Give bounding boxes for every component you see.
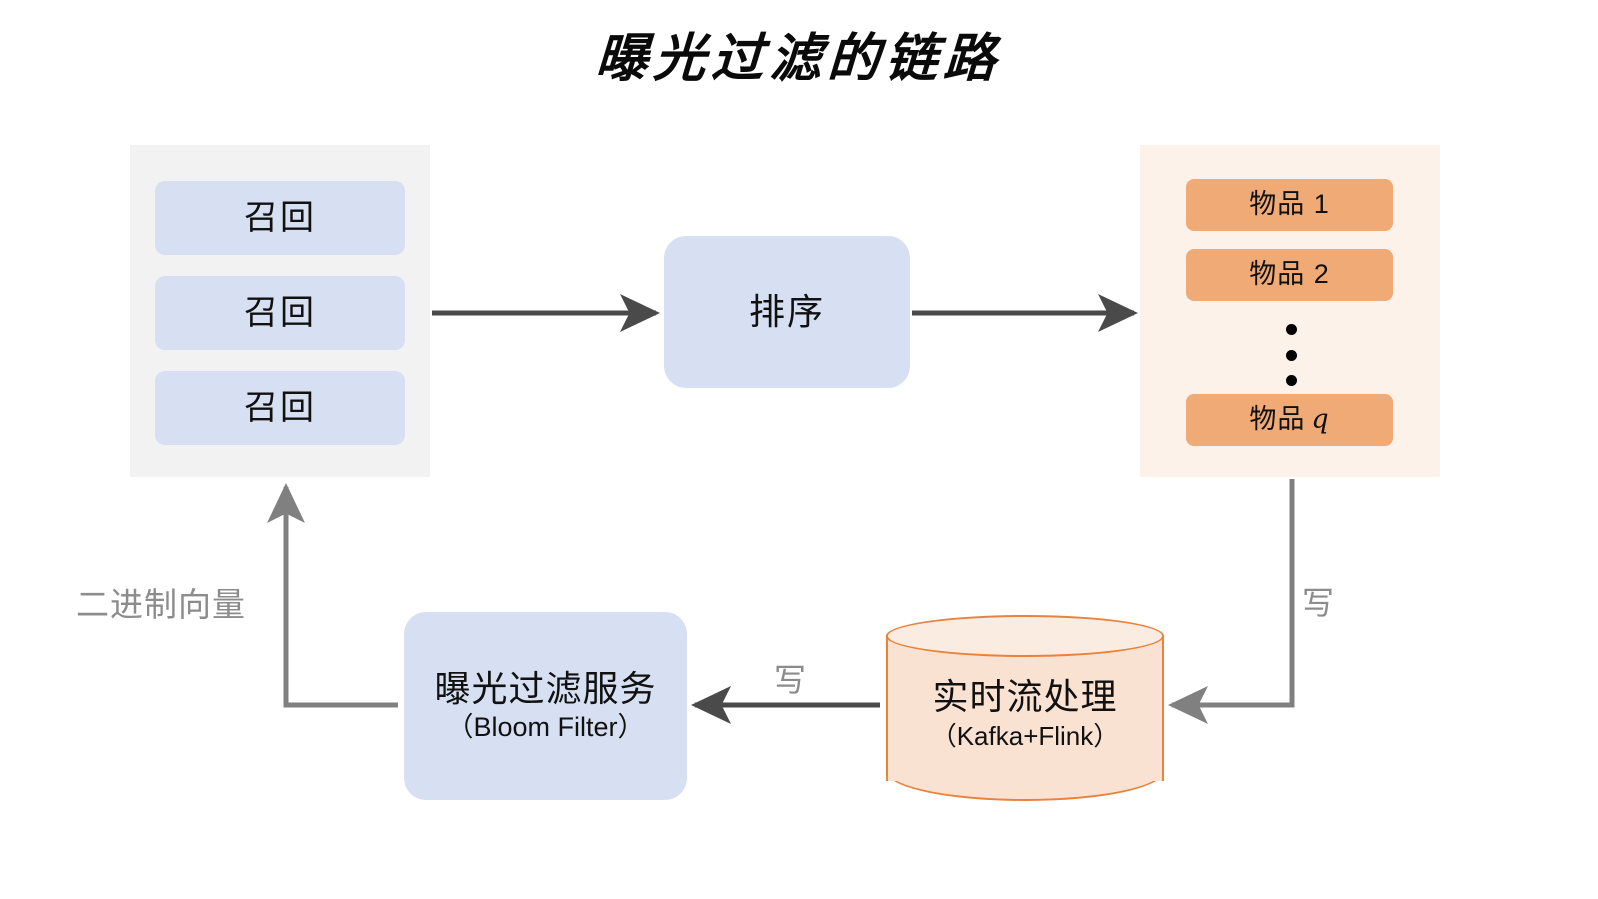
arrow-filter-to-recall (267, 482, 398, 708)
exposure-filter-service-subtitle: （Bloom Filter） (446, 712, 645, 743)
cylinder-top-icon (886, 615, 1164, 657)
stream-processing-subtitle: （Kafka+Flink） (930, 720, 1120, 751)
edge-label-write-items-to-stream: 写 (1302, 585, 1335, 621)
item-box-q-index: q (1311, 404, 1330, 436)
recall-box-1-label: 召回 (244, 198, 316, 237)
exposure-filter-service-node[interactable]: 曝光过滤服务 （Bloom Filter） (404, 612, 687, 800)
ellipsis-dot (1285, 375, 1297, 386)
stream-processing-node[interactable]: 实时流处理 （Kafka+Flink） (886, 615, 1164, 801)
arrow-items-to-stream (1167, 479, 1295, 724)
item-box-q-prefix: 物品 (1249, 404, 1306, 435)
edge-label-write-stream-to-filter: 写 (774, 662, 807, 698)
recall-box-3-label: 召回 (244, 388, 316, 427)
recall-box-3[interactable]: 召回 (155, 371, 405, 445)
edge-label-binary-vector: 二进制向量 (76, 586, 246, 623)
ellipsis-dot (1285, 324, 1297, 335)
item-box-2[interactable]: 物品 2 (1186, 249, 1393, 301)
recall-box-2[interactable]: 召回 (155, 276, 405, 350)
item-box-1-label: 物品 1 (1249, 189, 1330, 220)
ranking-node[interactable]: 排序 (664, 236, 910, 388)
item-box-1[interactable]: 物品 1 (1186, 179, 1393, 231)
ellipsis-dot (1285, 349, 1297, 361)
stream-processing-label: 实时流处理 （Kafka+Flink） (886, 659, 1164, 769)
ranking-node-label: 排序 (748, 290, 825, 332)
stream-processing-title: 实时流处理 (932, 676, 1118, 718)
page-title: 曝光过滤的链路 (594, 28, 1004, 89)
recall-box-1[interactable]: 召回 (155, 181, 405, 255)
cylinder-body-icon (886, 635, 1164, 781)
recall-box-2-label: 召回 (244, 293, 316, 332)
vertical-ellipsis-icon (1282, 324, 1300, 386)
exposure-filter-service-title: 曝光过滤服务 (434, 667, 657, 709)
item-box-2-label: 物品 2 (1249, 259, 1330, 290)
